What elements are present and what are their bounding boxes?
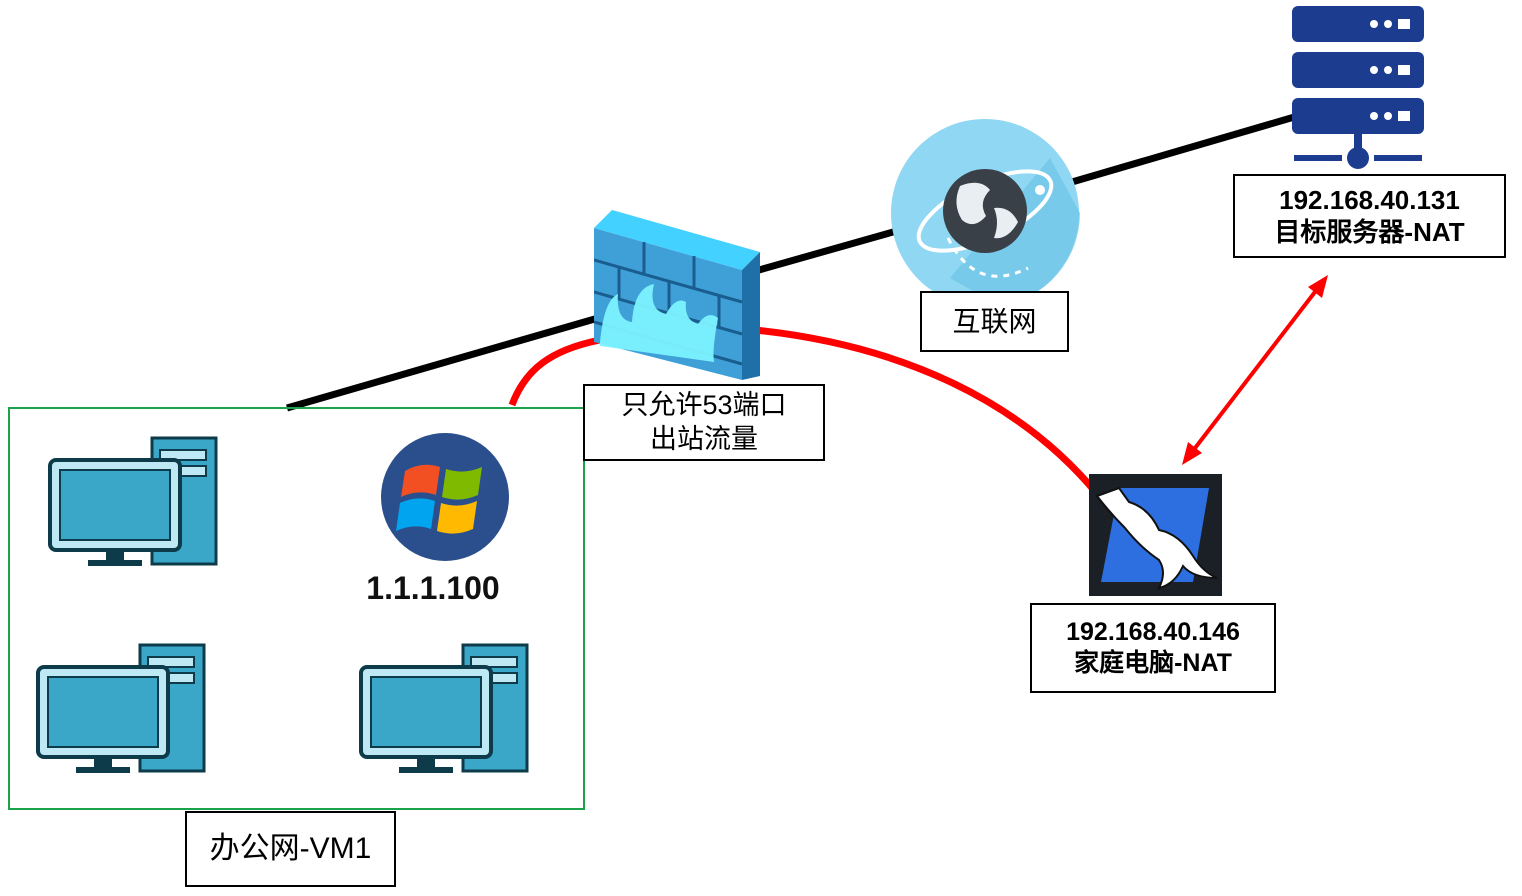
- server-rack-icon: [1292, 6, 1424, 169]
- firewall-label: 只允许53端口 出站流量: [583, 384, 825, 461]
- office-label: 办公网-VM1: [185, 811, 396, 887]
- internet-name: 互联网: [952, 306, 1037, 337]
- server-ip: 192.168.40.131: [1279, 184, 1460, 215]
- wire-firewall-to-internet: [751, 226, 901, 276]
- firewall-rule-line1: 只允许53端口: [621, 389, 787, 420]
- victim-ip-label: 1.1.1.100: [366, 570, 500, 606]
- home-pc-name: 家庭电脑-NAT: [1074, 649, 1232, 677]
- home-pc-ip: 192.168.40.146: [1066, 617, 1240, 646]
- server-name: 目标服务器-NAT: [1274, 217, 1465, 247]
- desktop-computer-icon: [36, 643, 206, 773]
- windows-logo-icon: [381, 433, 509, 561]
- firewall-icon: [594, 210, 760, 380]
- kali-dragon-icon: [1089, 474, 1222, 596]
- firewall-rule-line2: 出站流量: [650, 423, 758, 454]
- server-label: 192.168.40.131 目标服务器-NAT: [1233, 174, 1506, 258]
- wire-office-to-firewall: [286, 310, 613, 412]
- internet-label: 互联网: [920, 291, 1069, 352]
- wire-internet-to-server: [1071, 104, 1326, 186]
- office-name: 办公网-VM1: [209, 832, 372, 866]
- office-network-zone: [8, 407, 585, 810]
- dns-tunnel-curve-right: [754, 326, 1101, 498]
- globe-icon: [891, 119, 1080, 307]
- dns-tunnel-curve-left: [508, 336, 601, 407]
- home-pc-label: 192.168.40.146 家庭电脑-NAT: [1030, 603, 1276, 693]
- server-home-double-arrow: [1182, 275, 1328, 465]
- desktop-computer-icon: [359, 643, 529, 773]
- desktop-computer-icon: [48, 436, 218, 566]
